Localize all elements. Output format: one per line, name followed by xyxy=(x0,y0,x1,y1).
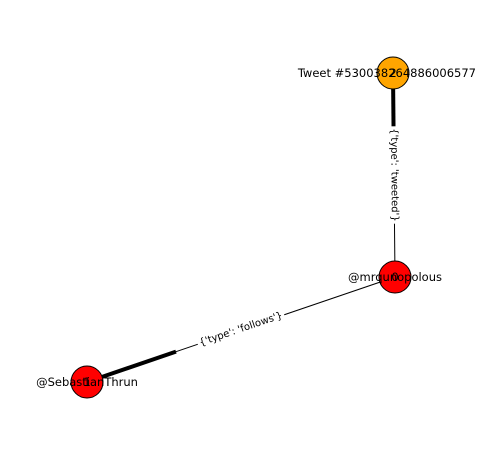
edge-arrow-edge-follows xyxy=(99,349,177,380)
node-sebastian xyxy=(70,365,104,399)
edge-label-edge-tweeted: {'type': 'tweeted'} xyxy=(388,128,400,222)
node-tweet xyxy=(376,56,410,90)
edge-label-background-edge-tweeted xyxy=(387,126,401,224)
node-index-sebastian: 1 xyxy=(83,375,90,389)
edge-label-background-edge-follows xyxy=(195,308,287,351)
edge-label-edge-follows: {'type': 'follows'} xyxy=(198,310,284,349)
node-index-mrqunopolous: 0 xyxy=(391,270,398,284)
node-index-tweet: 2 xyxy=(389,66,396,80)
labels-layer: {'type': 'tweeted'} {'type': 'follows'} xyxy=(195,126,401,351)
edge-label-group-edge-follows: {'type': 'follows'} xyxy=(195,308,287,351)
node-label-sebastian: @SebastianThrun xyxy=(36,375,138,389)
node-label-mrqunopolous: @mrqunopolous xyxy=(348,270,442,284)
edge-label-group-edge-tweeted: {'type': 'tweeted'} xyxy=(387,126,401,224)
node-mrqunopolous xyxy=(378,260,412,294)
node-label-tweet: Tweet #530038264886006577 xyxy=(297,66,476,80)
